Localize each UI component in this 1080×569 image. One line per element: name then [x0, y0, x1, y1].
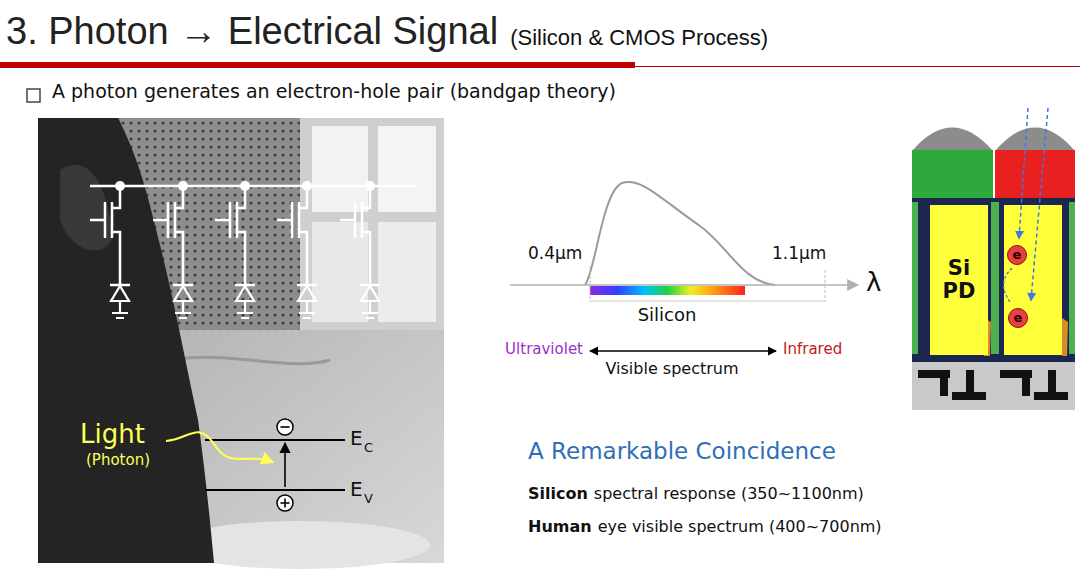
spectrum-chart: [510, 182, 858, 351]
term-bold: Human: [528, 518, 592, 536]
term-text: spectral response (350~1100nm): [594, 485, 864, 503]
light-label: Light: [80, 420, 145, 450]
energy-symbol: E: [350, 427, 363, 450]
bullet-box: [27, 89, 40, 102]
band-label: Silicon: [638, 305, 697, 326]
spectrum-end: Ultraviolet: [505, 341, 583, 358]
title-subtitle: (Silicon & CMOS Process): [510, 25, 768, 50]
axis-symbol: λ: [866, 268, 881, 298]
photodiode-region: Si PD: [930, 205, 988, 355]
energy-subscript: V: [364, 492, 373, 507]
spectrum-end: Infrared: [783, 341, 842, 358]
photon-label: (Photon): [86, 452, 150, 469]
band-diagram: [166, 419, 345, 511]
energy-symbol: E: [350, 478, 363, 501]
bullet-text: A photon generates an electron-hole pair…: [52, 81, 616, 103]
electron-marker: e: [1008, 308, 1028, 328]
wavelength-tick: 0.4μm: [528, 244, 582, 264]
title-rule: [0, 62, 1080, 68]
slide-title: 3. Photon → Electrical Signal: [6, 10, 498, 54]
photo-background: [38, 118, 444, 569]
sensor-cross-section: [912, 108, 1075, 410]
spectrum-label: Visible spectrum: [605, 360, 738, 378]
section-heading: A Remarkable Coincidence: [528, 438, 836, 464]
wavelength-tick: 1.1μm: [772, 244, 826, 264]
energy-subscript: C: [364, 441, 373, 456]
region-label: Si PD: [930, 257, 988, 303]
electron-label: e: [1013, 248, 1022, 262]
pixel-circuit: [90, 181, 415, 318]
term-bold: Silicon: [528, 485, 588, 503]
electron-marker: e: [1007, 245, 1027, 265]
term-text: eye visible spectrum (400~700nm): [598, 518, 882, 536]
electron-label: e: [1014, 311, 1023, 325]
